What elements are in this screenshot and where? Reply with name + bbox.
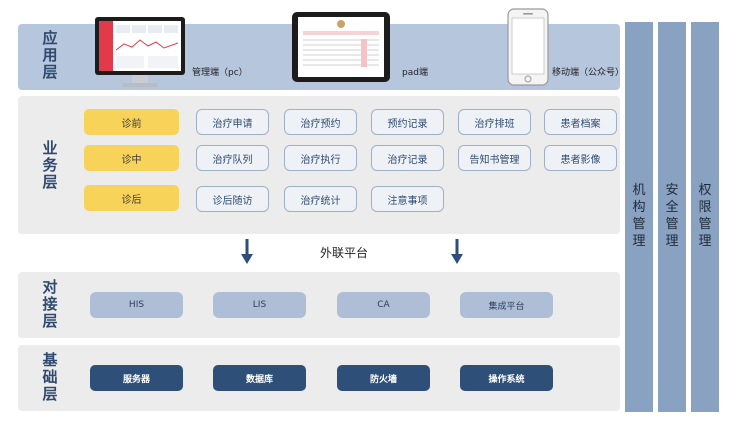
module-appointment-records: 预约记录 bbox=[371, 109, 444, 135]
side-bar-permission-label: 权限管理 bbox=[698, 183, 712, 249]
interface-lis: LIS bbox=[213, 292, 306, 318]
down-arrow-icon bbox=[450, 239, 464, 265]
application-layer-title: 应用层 bbox=[42, 29, 58, 81]
foundation-operating-system: 操作系统 bbox=[460, 365, 553, 391]
module-patient-imaging: 患者影像 bbox=[544, 145, 617, 171]
side-bar-security: 安全管理 bbox=[658, 22, 686, 412]
pad-caption: pad端 bbox=[402, 68, 428, 78]
mobile-caption: 移动端（公众号） bbox=[552, 68, 625, 78]
module-consent-management: 告知书管理 bbox=[458, 145, 531, 171]
module-treatment-schedule: 治疗排班 bbox=[458, 109, 531, 135]
business-layer-title: 业务层 bbox=[42, 139, 58, 191]
phase-post-diagnosis: 诊后 bbox=[84, 185, 179, 211]
foundation-server: 服务器 bbox=[90, 365, 183, 391]
module-treatment-execution: 治疗执行 bbox=[284, 145, 357, 171]
desktop-caption: 管理端（pc） bbox=[192, 68, 248, 78]
module-follow-up: 诊后随访 bbox=[196, 186, 269, 212]
smartphone-icon bbox=[507, 8, 549, 86]
interface-his: HIS bbox=[90, 292, 183, 318]
side-bar-institution: 机构管理 bbox=[625, 22, 653, 412]
phase-pre-diagnosis: 诊前 bbox=[84, 109, 179, 135]
module-treatment-queue: 治疗队列 bbox=[196, 145, 269, 171]
side-bar-security-label: 安全管理 bbox=[665, 183, 679, 249]
module-patient-records: 患者档案 bbox=[544, 109, 617, 135]
module-treatment-appointment: 治疗预约 bbox=[284, 109, 357, 135]
phase-in-diagnosis: 诊中 bbox=[84, 145, 179, 171]
interface-ca: CA bbox=[337, 292, 430, 318]
down-arrow-icon bbox=[240, 239, 254, 265]
desktop-monitor-icon bbox=[94, 16, 186, 90]
interface-layer-title: 对接层 bbox=[42, 278, 58, 330]
module-treatment-application: 治疗申请 bbox=[196, 109, 269, 135]
side-bar-permission: 权限管理 bbox=[691, 22, 719, 412]
external-platform-label: 外联平台 bbox=[320, 246, 369, 260]
foundation-layer-title: 基础层 bbox=[42, 351, 58, 403]
side-bar-institution-label: 机构管理 bbox=[632, 183, 646, 249]
interface-integration-platform: 集成平台 bbox=[460, 292, 553, 318]
foundation-database: 数据库 bbox=[213, 365, 306, 391]
foundation-firewall: 防火墙 bbox=[337, 365, 430, 391]
module-precautions: 注意事项 bbox=[371, 186, 444, 212]
module-treatment-records: 治疗记录 bbox=[371, 145, 444, 171]
tablet-icon bbox=[291, 11, 391, 83]
module-treatment-statistics: 治疗统计 bbox=[284, 186, 357, 212]
